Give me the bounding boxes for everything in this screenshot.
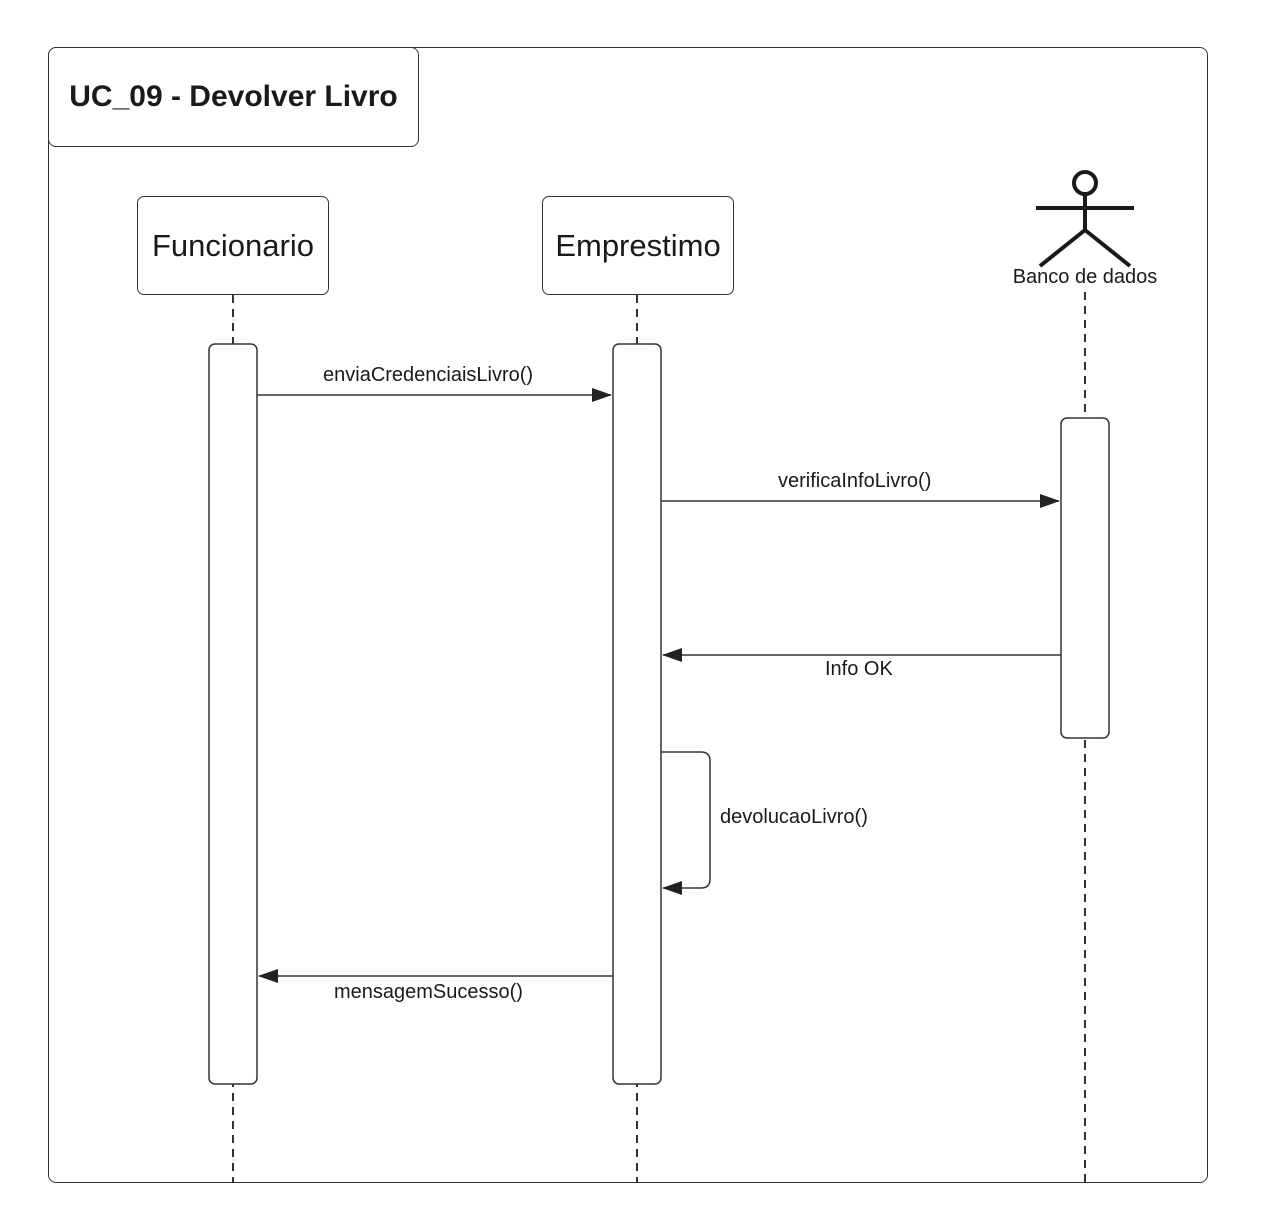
activation-bar-funcionario	[208, 343, 258, 1085]
frame-title: UC_09 - Devolver Livro	[48, 47, 419, 147]
message-label-mensagem-sucesso: mensagemSucesso()	[334, 981, 523, 1003]
actor-icon	[1036, 170, 1134, 268]
message-arrow-devolucao-self	[661, 751, 711, 895]
message-label-verifica-info: verificaInfoLivro()	[778, 470, 932, 492]
message-label-devolucao: devolucaoLivro()	[720, 806, 868, 828]
sequence-frame	[48, 47, 1208, 1183]
message-label-envia-credenciais: enviaCredenciaisLivro()	[323, 364, 534, 386]
activation-bar-emprestimo	[612, 343, 662, 1085]
message-label-info-ok: Info OK	[825, 658, 893, 680]
activation-bar-banco-de-dados	[1060, 417, 1110, 739]
actor-label-banco-de-dados: Banco de dados	[1012, 266, 1158, 288]
participant-funcionario: Funcionario	[137, 196, 329, 295]
participant-emprestimo: Emprestimo	[542, 196, 734, 295]
